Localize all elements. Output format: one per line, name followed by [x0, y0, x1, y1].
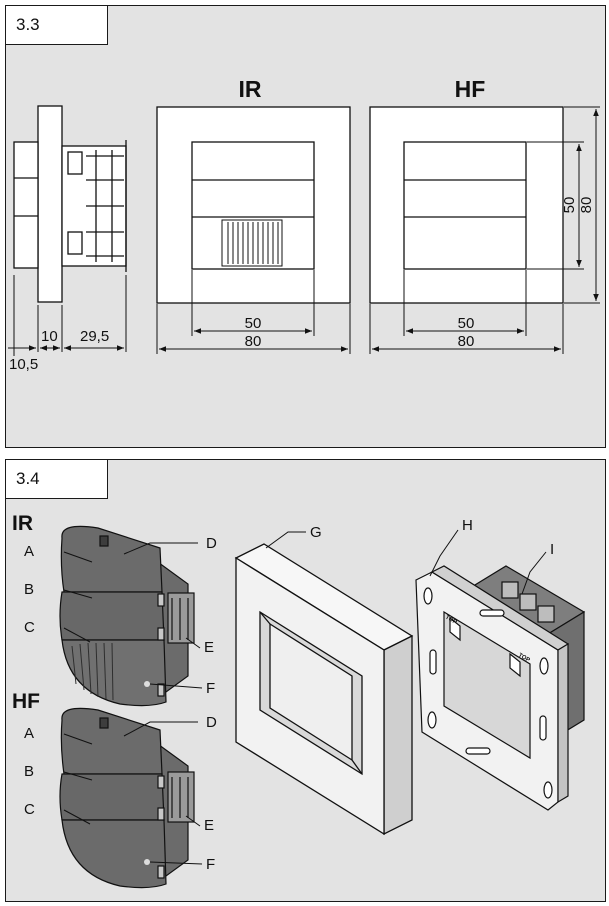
hf-callout-d: D — [206, 714, 217, 731]
ir-dimensions — [156, 270, 351, 354]
ir-inner-width-label: 50 — [245, 315, 262, 332]
hf-outer-width-label: 80 — [458, 333, 475, 350]
top-mark-left: TOP — [444, 615, 458, 626]
ir-heading: IR — [239, 76, 262, 102]
dim-label-mid: 10 — [41, 328, 58, 345]
hf-insert-drawing — [59, 707, 195, 889]
ir-callout-b: B — [24, 581, 34, 598]
hf-inner-height-label: 50 — [561, 197, 578, 214]
ir-callout-e: E — [204, 639, 214, 656]
cover-frame-drawing — [234, 543, 414, 836]
ir-callout-d: D — [206, 535, 217, 552]
top-mark-right: TOP — [517, 653, 531, 664]
hf-inner-width-label: 50 — [458, 315, 475, 332]
insert-callout-h: H — [462, 517, 473, 534]
hf-heading: HF — [455, 76, 486, 102]
insert-callout-i: I — [550, 541, 554, 558]
ir-insert-drawing — [59, 525, 195, 707]
hf-front-view — [369, 106, 564, 304]
hf-outer-height-label: 80 — [578, 197, 595, 214]
mounting-callout-leaders — [429, 529, 547, 595]
dim-label-depth: 29,5 — [80, 328, 109, 345]
hf-insert-heading: HF — [12, 690, 40, 713]
hf-callout-b: B — [24, 763, 34, 780]
ir-callout-c: C — [24, 619, 35, 636]
side-view-drawing — [13, 105, 127, 303]
ir-callout-f: F — [206, 680, 215, 697]
hf-callout-leaders — [63, 721, 203, 865]
hf-callout-e: E — [204, 817, 214, 834]
side-view-dimensions — [8, 275, 127, 356]
ir-outer-width-label: 80 — [245, 333, 262, 350]
ir-sensor-lens — [221, 219, 283, 267]
dim-label-flange: 10,5 — [9, 356, 38, 373]
hf-callout-f: F — [206, 856, 215, 873]
ir-insert-heading: IR — [12, 512, 33, 535]
ir-callout-a: A — [24, 543, 34, 560]
frame-callout-leader — [265, 531, 306, 549]
frame-callout-g: G — [310, 524, 322, 541]
hf-callout-a: A — [24, 725, 34, 742]
mounting-insert-drawing — [415, 565, 586, 811]
panel-number: 3.3 — [5, 5, 108, 45]
hf-callout-c: C — [24, 801, 35, 818]
ir-callout-leaders — [63, 542, 203, 689]
panel-number: 3.4 — [5, 459, 108, 499]
hf-dimensions — [369, 106, 600, 354]
